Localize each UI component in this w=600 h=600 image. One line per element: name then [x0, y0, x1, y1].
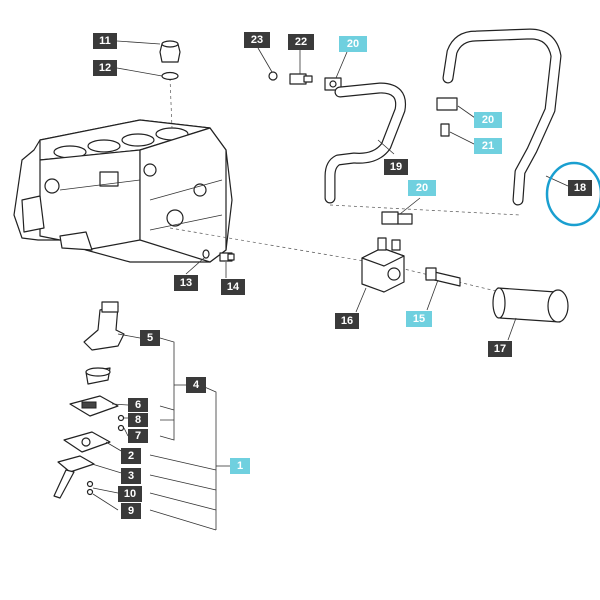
sealing-washer — [161, 71, 179, 81]
callout-8[interactable]: 8 — [128, 413, 148, 427]
oil-pump-pickup — [83, 301, 125, 351]
callout-2[interactable]: 2 — [121, 448, 141, 464]
callout-22[interactable]: 22 — [288, 34, 314, 50]
hollow-screw — [289, 73, 313, 85]
highlight-circle — [545, 161, 600, 227]
callout-label: 20 — [482, 114, 494, 126]
callout-3[interactable]: 3 — [121, 468, 141, 484]
callout-label: 14 — [227, 281, 240, 293]
callout-13[interactable]: 13 — [174, 275, 198, 291]
threaded-adapter — [425, 267, 461, 287]
callout-20-middle[interactable]: 20 — [408, 180, 436, 196]
callout-label: 2 — [128, 450, 134, 462]
callout-23[interactable]: 23 — [244, 32, 270, 48]
callout-20-top[interactable]: 20 — [339, 36, 367, 52]
oil-filter — [492, 287, 569, 323]
callout-4[interactable]: 4 — [186, 377, 206, 393]
o-ring — [202, 249, 210, 259]
callout-12[interactable]: 12 — [93, 60, 117, 76]
callout-6[interactable]: 6 — [128, 398, 148, 412]
callout-18[interactable]: 18 — [568, 180, 592, 196]
banjo-fitting — [436, 97, 458, 111]
small-screw — [117, 414, 125, 422]
callout-label: 16 — [341, 315, 353, 327]
callout-label: 15 — [413, 313, 425, 325]
oil-hose-left — [324, 82, 407, 204]
hollow-screw — [440, 123, 450, 137]
small-screw — [117, 424, 125, 432]
callout-label: 20 — [416, 182, 428, 194]
callout-9[interactable]: 9 — [121, 503, 141, 519]
callout-label: 13 — [180, 277, 192, 289]
axis-line-hoses — [329, 204, 521, 216]
banjo-fitting — [381, 211, 413, 225]
callout-label: 6 — [135, 399, 141, 411]
engine-block — [13, 119, 233, 263]
callout-14[interactable]: 14 — [221, 279, 245, 295]
callout-label: 5 — [147, 332, 153, 344]
callout-21[interactable]: 21 — [474, 138, 502, 154]
callout-label: 4 — [193, 379, 200, 391]
pump-housing — [85, 367, 111, 385]
strainer-plate — [53, 455, 95, 499]
axis-line-cap — [169, 77, 173, 129]
callout-label: 19 — [390, 161, 402, 173]
axis-line-cooler-to-filter — [399, 267, 501, 293]
callout-label: 20 — [347, 38, 359, 50]
callout-label: 23 — [251, 34, 263, 46]
callout-15[interactable]: 15 — [406, 311, 432, 327]
oil-cooler — [361, 237, 405, 293]
callout-label: 10 — [124, 488, 136, 500]
pump-cover — [69, 395, 119, 417]
callout-7[interactable]: 7 — [128, 429, 148, 443]
callout-19[interactable]: 19 — [384, 159, 408, 175]
small-screw — [86, 480, 94, 488]
callout-label: 3 — [128, 470, 134, 482]
callout-label: 7 — [135, 430, 141, 442]
callout-5[interactable]: 5 — [140, 330, 160, 346]
callout-11[interactable]: 11 — [93, 33, 117, 49]
banjo-fitting — [324, 77, 342, 91]
callout-label: 21 — [482, 140, 494, 152]
callout-16[interactable]: 16 — [335, 313, 359, 329]
filler-cap — [159, 40, 181, 63]
callout-label: 9 — [128, 505, 134, 517]
callout-20-right[interactable]: 20 — [474, 112, 502, 128]
callout-17[interactable]: 17 — [488, 341, 512, 357]
washer — [268, 71, 278, 81]
small-screw — [86, 488, 94, 496]
callout-1[interactable]: 1 — [230, 458, 250, 474]
oil-hose-right — [442, 28, 562, 206]
callout-10[interactable]: 10 — [118, 486, 142, 502]
bolt — [219, 252, 235, 262]
gasket — [63, 431, 111, 453]
callout-label: 18 — [574, 182, 586, 194]
callout-label: 17 — [494, 343, 506, 355]
axis-line-block-to-cooler — [169, 227, 371, 263]
callout-label: 22 — [295, 36, 307, 48]
callout-label: 11 — [99, 35, 111, 47]
leader-lines — [91, 40, 569, 531]
callout-label: 12 — [99, 62, 111, 74]
callout-label: 1 — [237, 460, 243, 472]
callout-label: 8 — [135, 414, 141, 426]
